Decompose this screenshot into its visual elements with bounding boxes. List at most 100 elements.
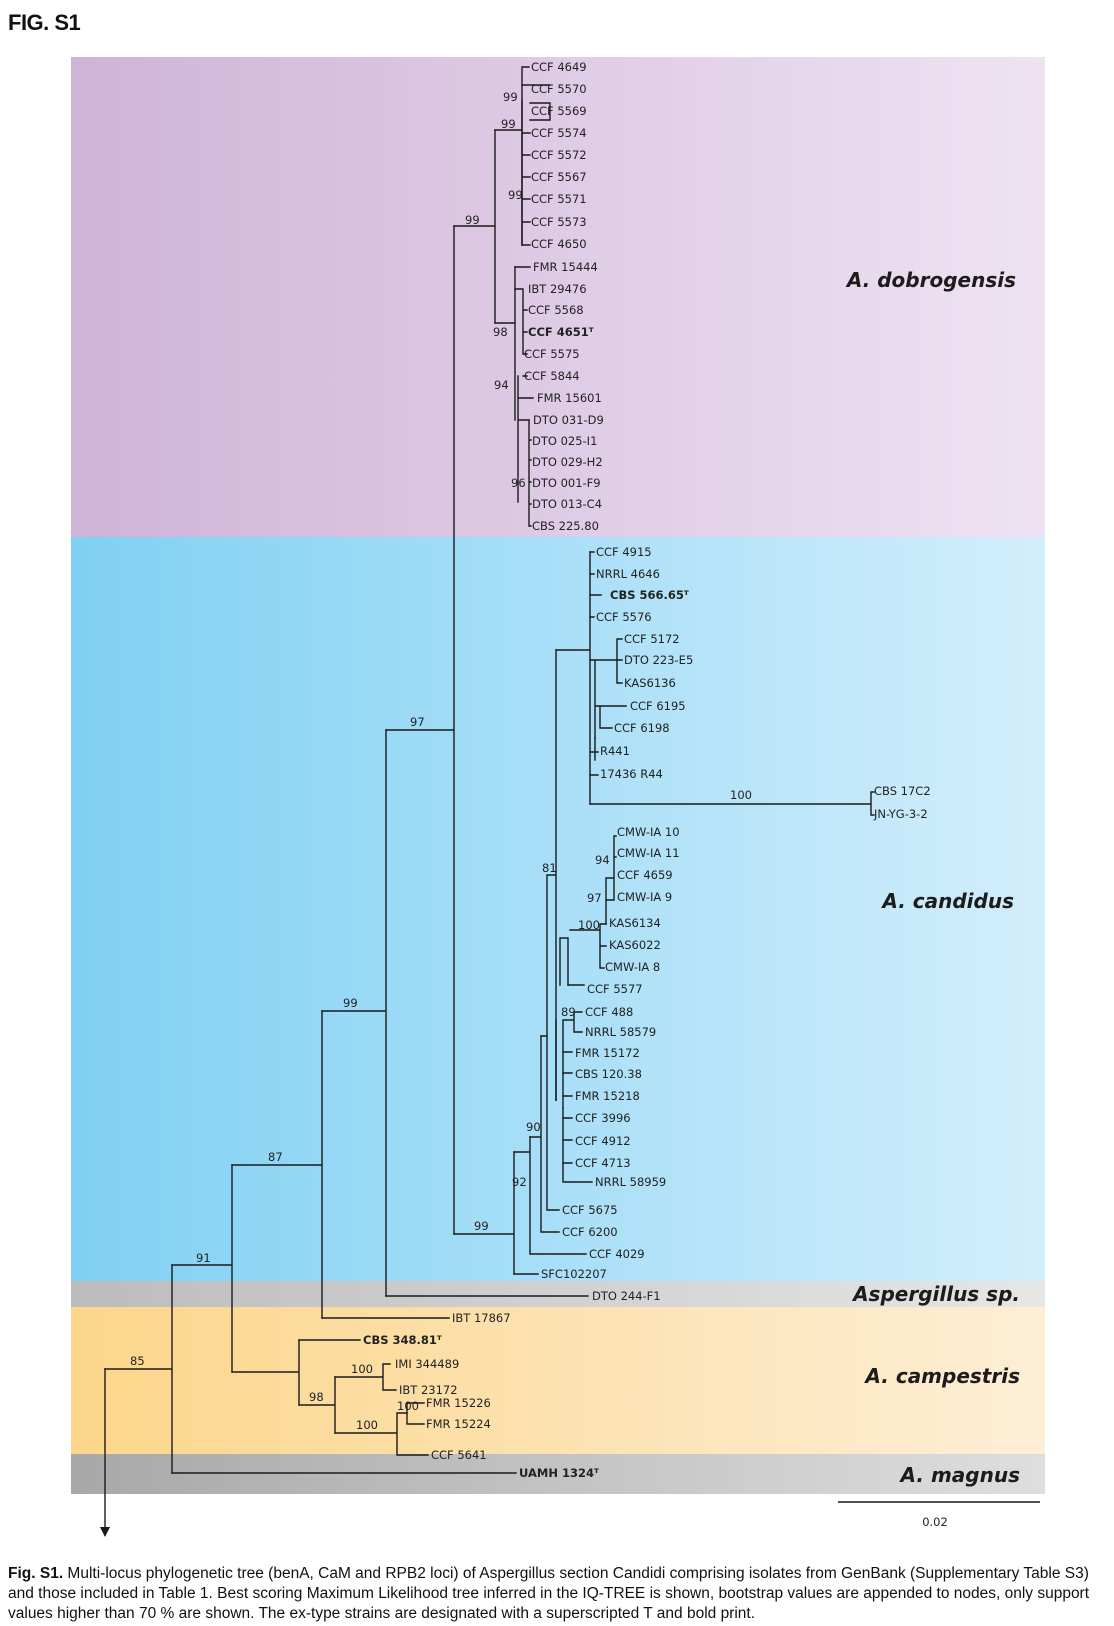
clade-band-magnus [71, 1454, 1045, 1494]
tip-label: FMR 15218 [575, 1089, 640, 1103]
branch-dob-99b [521, 99, 531, 246]
tip-label: IMI 344489 [395, 1357, 459, 1371]
bootstrap-value: 100 [356, 1418, 378, 1432]
tip-label-type-strain: CCF 4651ᵀ [528, 325, 594, 339]
branch-dob-98 [514, 288, 528, 377]
bootstrap-value: 100 [397, 1399, 419, 1413]
tip-label: CCF 5844 [524, 369, 580, 383]
clade-label-magnus: A. magnus [899, 1463, 1021, 1487]
tip-label: CCF 5571 [531, 192, 587, 206]
bootstrap-value: 97 [410, 715, 425, 729]
tip-label: CCF 5576 [596, 610, 652, 624]
branch-dob-96 [528, 419, 532, 527]
tip-label: CCF 4650 [531, 237, 587, 251]
branch-90-inner [540, 1035, 560, 1211]
branch-97 [385, 225, 455, 1235]
bootstrap-value: 96 [511, 476, 526, 490]
branch-99-candidus [453, 1151, 515, 1275]
branch-100-long [589, 791, 875, 816]
tip-label: CCF 6195 [630, 699, 686, 713]
clade-label-candidus: A. candidus [880, 889, 1014, 913]
branch-100-fmr [334, 1412, 429, 1456]
clade-band-campestris [71, 1307, 1045, 1454]
tip-label: CMW-IA 8 [605, 960, 660, 974]
bootstrap-value: 97 [587, 891, 602, 905]
bootstrap-value: 91 [196, 1251, 211, 1265]
bootstrap-value: 85 [130, 1354, 145, 1368]
tip-label: NRRL 58959 [595, 1175, 666, 1189]
bootstrap-value: 99 [501, 117, 516, 131]
bootstrap-value: 94 [595, 853, 610, 867]
tip-label: IBT 29476 [528, 282, 587, 296]
branch-root-85 [104, 1264, 173, 1474]
tip-label: CCF 5574 [531, 126, 587, 140]
bootstrap-value: 89 [561, 1005, 576, 1019]
branch-91 [171, 1164, 233, 1373]
branch-100-fmr-pair [406, 1402, 425, 1425]
tip-label: KAS6022 [609, 938, 661, 952]
bootstrap-value: 99 [508, 188, 523, 202]
tip-label: CCF 6200 [562, 1225, 618, 1239]
tip-label: IBT 23172 [399, 1383, 458, 1397]
branch-90 [529, 1035, 560, 1233]
tip-label: CCF 5572 [531, 148, 587, 162]
tip-label: DTO 013-C4 [532, 497, 602, 511]
tip-label: DTO 025-I1 [532, 434, 597, 448]
bootstrap-value: 81 [542, 861, 557, 875]
tip-label: CMW-IA 10 [617, 825, 680, 839]
tip-label: IBT 17867 [452, 1311, 511, 1325]
tip-label: FMR 15444 [533, 260, 598, 274]
tip-label: DTO 029-H2 [532, 455, 603, 469]
bootstrap-value: 99 [503, 90, 518, 104]
tip-label: CCF 4649 [531, 60, 587, 74]
tip-label: CCF 4713 [575, 1156, 631, 1170]
tip-label: NRRL 58579 [585, 1025, 656, 1039]
tip-label: CCF 5567 [531, 170, 587, 184]
branch-98 [298, 1376, 336, 1434]
tip-label: DTO 031-D9 [533, 413, 604, 427]
branch-100-cmw [569, 923, 607, 969]
branch-cand-fmr [562, 1051, 573, 1164]
clade-label-campestris: A. campestris [863, 1364, 1020, 1388]
caption-text: Multi-locus phylogenetic tree (benA, CaM… [8, 1564, 1090, 1622]
tip-label: DTO 244-F1 [592, 1289, 661, 1303]
tip-label: CCF 5573 [531, 215, 587, 229]
root-arrow-icon [100, 1527, 110, 1537]
tip-label-type-strain: CBS 348.81ᵀ [363, 1333, 442, 1347]
tip-label: FMR 15172 [575, 1046, 640, 1060]
tip-labels: CCF 4649 CCF 5570 CCF 5569 CCF 5574 CCF … [363, 60, 931, 1480]
tip-label: CCF 5641 [431, 1448, 487, 1462]
bootstrap-value: 100 [730, 788, 752, 802]
phylogenetic-tree: A. dobrogensis A. candidus Aspergillus s… [71, 57, 1045, 1537]
bootstrap-value: 98 [309, 1390, 324, 1404]
tip-label: CCF 488 [585, 1005, 633, 1019]
tip-label: CCF 5172 [624, 632, 680, 646]
bootstrap-value: 100 [351, 1362, 373, 1376]
clade-band-dobrogensis [71, 57, 1045, 537]
tip-label: FMR 15226 [426, 1396, 491, 1410]
clade-label-dobrogensis: A. dobrogensis [845, 268, 1016, 292]
tip-label: CCF 5675 [562, 1203, 618, 1217]
tip-label: CCF 4029 [589, 1247, 645, 1261]
tip-label: R441 [600, 744, 630, 758]
tip-label: KAS6136 [624, 676, 676, 690]
branch-candidus-top [555, 551, 591, 805]
tip-label: JN-YG-3-2 [873, 807, 928, 821]
branch-92 [513, 1136, 587, 1255]
tip-label: CCF 5575 [524, 347, 580, 361]
bootstrap-value: 99 [474, 1219, 489, 1233]
bootstrap-value: 90 [526, 1120, 541, 1134]
bootstrap-values: 99 99 99 99 98 94 96 97 100 94 97 81 100… [130, 90, 752, 1432]
tip-label: CCF 6198 [614, 721, 670, 735]
branch-dob-lower [494, 266, 516, 421]
tip-label: CBS 225.80 [532, 519, 599, 533]
clade-band-candidus [71, 537, 1045, 1281]
bootstrap-value: 99 [465, 213, 480, 227]
tip-label: CBS 120.38 [575, 1067, 642, 1081]
tip-label: CCF 5570 [531, 82, 587, 96]
tip-label: CCF 5569 [531, 104, 587, 118]
tip-label: CMW-IA 11 [617, 846, 680, 860]
bootstrap-value: 94 [494, 378, 509, 392]
bootstrap-value: 99 [343, 996, 358, 1010]
bootstrap-value: 92 [512, 1175, 527, 1189]
